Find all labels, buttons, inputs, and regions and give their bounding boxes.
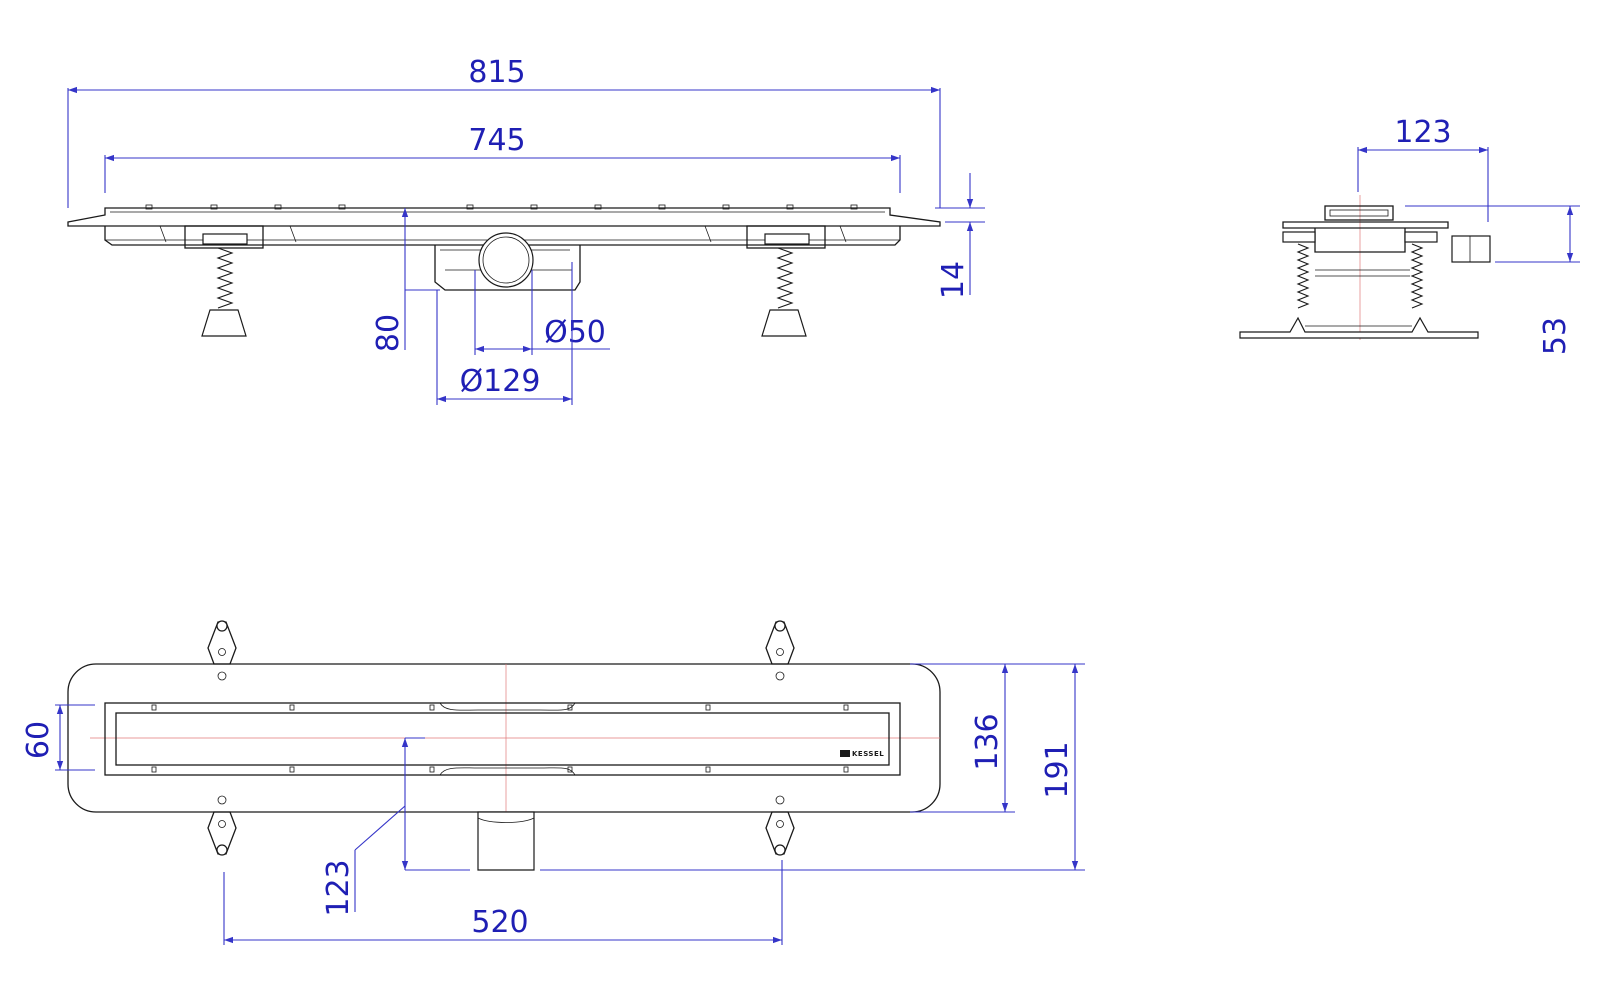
- top-holes: [145, 204, 858, 210]
- right-foot: [746, 225, 826, 337]
- dim-745: 745: [468, 123, 525, 158]
- dim-123-plan: 123: [321, 859, 356, 916]
- bracket-bottom-right: [765, 795, 795, 856]
- dim-80: 80: [371, 314, 406, 352]
- plan-view-dimensions: 60 136 191 123 520: [21, 663, 1085, 945]
- dim-53: 53: [1538, 317, 1573, 355]
- bracket-top-right: [765, 620, 795, 681]
- side-view-body: [67, 204, 941, 337]
- dim-815: 815: [468, 55, 525, 90]
- dim-dia-129: Ø129: [460, 364, 541, 399]
- dim-191: 191: [1040, 741, 1075, 798]
- brand-label: KESSEL: [852, 750, 884, 758]
- dim-14: 14: [936, 261, 971, 299]
- bracket-bottom-left: [207, 795, 237, 856]
- plan-view: KESSEL: [21, 620, 1085, 945]
- end-outlet-stub: [1451, 235, 1491, 263]
- plan-brackets: [207, 620, 795, 856]
- dim-123-end: 123: [1394, 115, 1451, 150]
- plan-outlet-pipe: [477, 811, 535, 871]
- kessel-logo: KESSEL: [840, 750, 884, 758]
- outlet-pipe-circle: [478, 232, 534, 288]
- dim-520: 520: [471, 905, 528, 940]
- dim-136: 136: [970, 713, 1005, 770]
- end-base-plate: [1239, 316, 1479, 339]
- bracket-top-left: [207, 620, 237, 681]
- plan-channel: [104, 702, 901, 776]
- dim-60: 60: [21, 721, 56, 759]
- end-view: 123 53: [1239, 115, 1580, 355]
- left-foot: [184, 225, 264, 337]
- plan-grate: [115, 712, 890, 766]
- side-view: 815 745 14 80 Ø50 Ø129: [67, 55, 985, 405]
- end-view-dimensions: 123 53: [1357, 115, 1580, 355]
- end-view-body: [1239, 195, 1491, 340]
- side-view-dimensions: 815 745 14 80 Ø50 Ø129: [67, 55, 985, 405]
- plan-slots: [151, 704, 849, 773]
- dim-dia-50: Ø50: [544, 315, 606, 350]
- plan-view-body: KESSEL: [67, 620, 941, 871]
